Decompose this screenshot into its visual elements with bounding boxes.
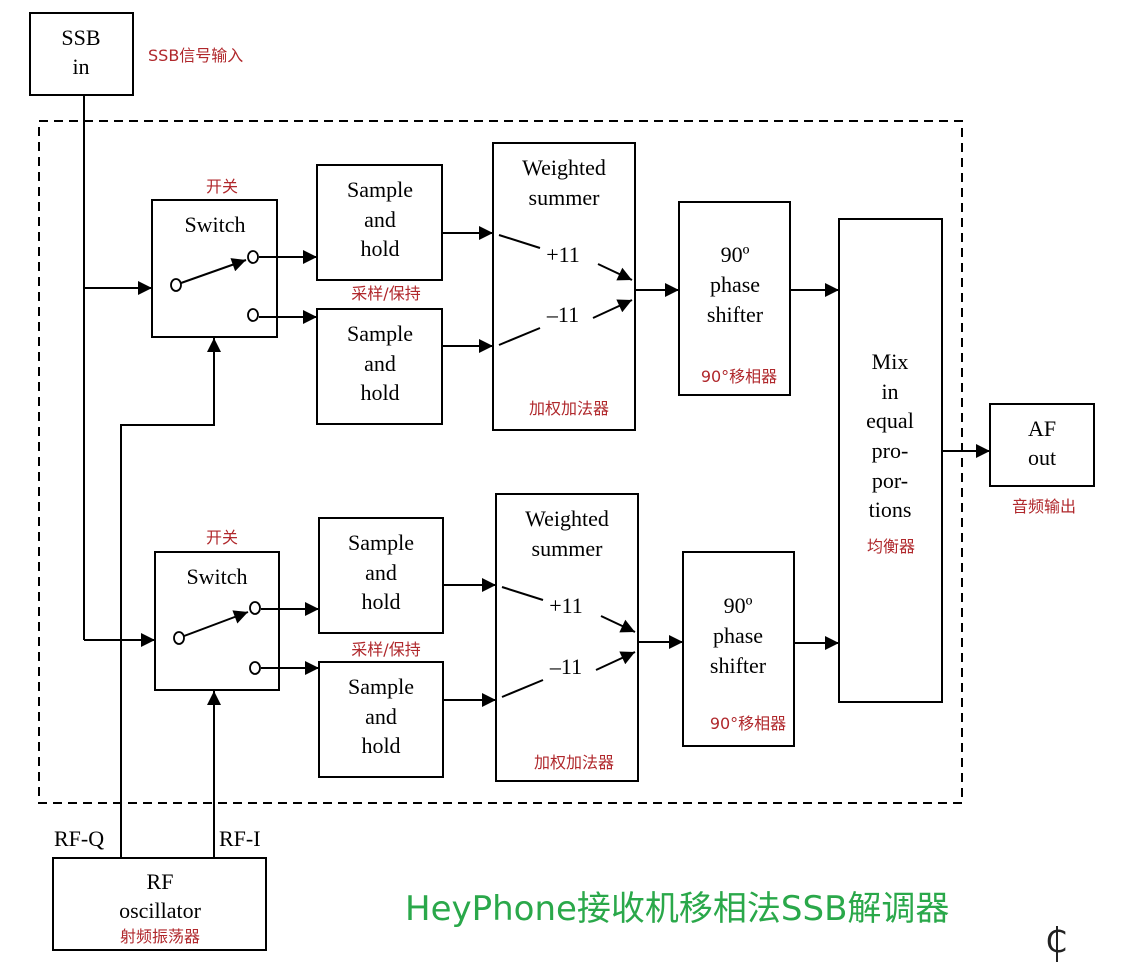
lower-sh2-line-2: and xyxy=(365,704,397,729)
rf-oscillator-block: RF oscillator 射频振荡器 xyxy=(52,857,267,951)
upper-summer-annotation: 加权加法器 xyxy=(529,399,609,418)
lower-sh2-line-1: Sample xyxy=(348,674,414,699)
lower-switch-lever xyxy=(183,610,249,637)
lower-plus-arrow xyxy=(600,615,636,633)
upper-phase-line-3: shifter xyxy=(707,302,764,327)
upper-minus-weight: –11 xyxy=(546,302,579,327)
upper-sample-hold-2: Sample and hold xyxy=(316,308,443,425)
lower-minus-weight: –11 xyxy=(549,654,582,679)
lower-sample-hold-annotation: 采样/保持 xyxy=(351,640,420,659)
upper-sh2-line-1: Sample xyxy=(347,321,413,346)
lower-switch-contact-a xyxy=(249,601,261,615)
mix-line-1: Mix xyxy=(872,349,909,374)
upper-phase-line-2: phase xyxy=(710,272,760,297)
lower-minus-input-line xyxy=(501,679,544,698)
lower-phase-line-2: phase xyxy=(713,623,763,648)
lower-switch-block: Switch xyxy=(154,551,280,691)
lower-weighted-summer: Weighted summer +11 –11 加权加法器 xyxy=(495,493,639,782)
mix-block: Mix in equal pro- por- tions 均衡器 xyxy=(838,218,943,703)
upper-plus-input-line xyxy=(498,234,541,249)
upper-switch-contact-b xyxy=(247,308,259,322)
lower-phase-line-3: shifter xyxy=(710,653,767,678)
upper-sh2-line-2: and xyxy=(364,351,396,376)
lower-summer-annotation: 加权加法器 xyxy=(534,753,614,772)
lower-sample-hold-2: Sample and hold xyxy=(318,661,444,778)
lower-switch-label: Switch xyxy=(186,564,247,589)
upper-phase-line-1: 90º xyxy=(721,242,750,267)
mix-annotation: 均衡器 xyxy=(867,537,915,556)
rf-line-2: oscillator xyxy=(119,898,202,923)
mix-line-4: pro- xyxy=(872,438,909,463)
ssb-in-annotation: SSB信号输入 xyxy=(148,46,243,65)
lower-sh1-line-3: hold xyxy=(361,589,400,614)
corner-logo: C xyxy=(1046,925,1067,962)
upper-minus-input-line xyxy=(498,327,541,346)
mix-line-6: tions xyxy=(869,497,912,522)
upper-plus-weight: +11 xyxy=(546,242,580,267)
lower-summer-line-1: Weighted xyxy=(525,506,609,531)
diagram-title: HeyPhone接收机移相法SSB解调器 xyxy=(405,889,949,929)
upper-switch-lever xyxy=(180,258,247,284)
rf-i-label: RF-I xyxy=(219,826,261,851)
lower-phase-annotation: 90°移相器 xyxy=(710,714,786,733)
lower-sh1-line-2: and xyxy=(365,560,397,585)
ssb-in-label-2: in xyxy=(72,54,89,79)
af-out-annotation: 音频输出 xyxy=(1012,497,1076,516)
demodulator-boundary xyxy=(38,120,963,804)
mix-line-5: por- xyxy=(872,468,908,493)
upper-phase-shifter: 90º phase shifter 90°移相器 xyxy=(678,201,791,396)
upper-switch-annotation: 开关 xyxy=(206,177,238,196)
upper-switch-block: Switch xyxy=(151,199,278,338)
lower-switch-common-contact xyxy=(173,631,185,645)
rf-q-label: RF-Q xyxy=(54,826,104,851)
upper-sh1-line-1: Sample xyxy=(347,177,413,202)
lower-plus-input-line xyxy=(501,586,544,601)
upper-sh2-line-3: hold xyxy=(360,380,399,405)
rf-line-1: RF xyxy=(147,869,174,894)
upper-weighted-summer: Weighted summer +11 –11 加权加法器 xyxy=(492,142,636,431)
rf-q-line xyxy=(120,338,221,858)
upper-sh1-line-3: hold xyxy=(360,236,399,261)
lower-phase-shifter: 90º phase shifter 90°移相器 xyxy=(682,551,795,747)
af-out-line-1: AF xyxy=(1028,416,1056,441)
lower-sh1-line-1: Sample xyxy=(348,530,414,555)
upper-switch-contact-a xyxy=(247,250,259,264)
lower-sh2-line-3: hold xyxy=(361,733,400,758)
af-out-line-2: out xyxy=(1028,445,1056,470)
ssb-input-block: SSB in xyxy=(29,12,134,96)
af-output-block: AF out xyxy=(989,403,1095,487)
upper-sample-hold-annotation: 采样/保持 xyxy=(351,284,420,303)
upper-plus-arrow xyxy=(597,263,633,281)
mix-line-3: equal xyxy=(866,408,914,433)
upper-sh1-line-2: and xyxy=(364,207,396,232)
lower-switch-annotation: 开关 xyxy=(206,528,238,547)
upper-switch-label: Switch xyxy=(184,212,245,237)
lower-switch-contact-b xyxy=(249,661,261,675)
lower-sample-hold-1: Sample and hold xyxy=(318,517,444,634)
upper-summer-line-1: Weighted xyxy=(522,155,606,180)
lower-phase-line-1: 90º xyxy=(724,593,753,618)
upper-minus-arrow xyxy=(592,299,633,319)
upper-summer-line-2: summer xyxy=(529,185,601,210)
ssb-in-label: SSB xyxy=(61,25,100,50)
lower-minus-arrow xyxy=(595,651,636,671)
lower-plus-weight: +11 xyxy=(549,593,583,618)
upper-sample-hold-1: Sample and hold xyxy=(316,164,443,281)
mix-line-2: in xyxy=(881,379,898,404)
upper-switch-common-contact xyxy=(170,278,182,292)
rf-annotation: 射频振荡器 xyxy=(120,927,200,946)
lower-summer-line-2: summer xyxy=(532,536,604,561)
upper-phase-annotation: 90°移相器 xyxy=(701,367,777,386)
